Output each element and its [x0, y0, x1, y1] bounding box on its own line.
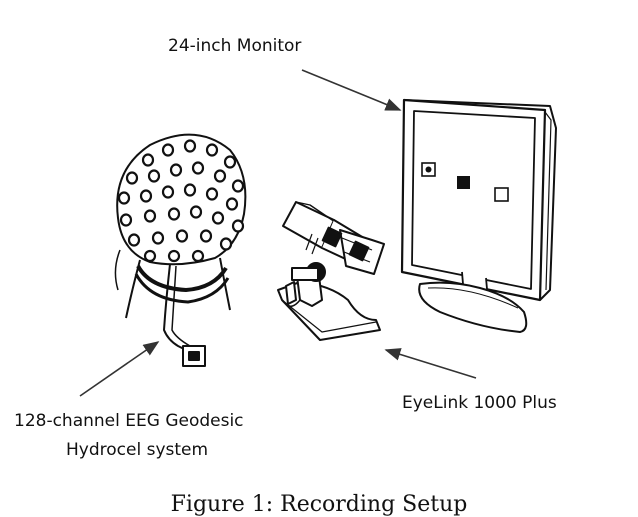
- eeg-arrow: [79, 341, 160, 397]
- stimulus-filled-square: [457, 176, 470, 189]
- eeg-electrodes: [117, 139, 245, 263]
- fixation-dot: [425, 166, 432, 173]
- pointer-arrows: [79, 69, 477, 397]
- eyelink-drawing: [277, 201, 385, 341]
- eyelink-arrow: [384, 348, 477, 379]
- monitor-drawing: [400, 98, 557, 333]
- monitor-arrow: [301, 69, 402, 111]
- stimulus-squares: [421, 162, 509, 202]
- label-eeg-line1: 128-channel EEG Geodesic: [14, 411, 244, 431]
- figure-caption: Figure 1: Recording Setup: [170, 492, 468, 517]
- label-eyelink: EyeLink 1000 Plus: [402, 393, 557, 413]
- stimulus-empty-square: [494, 187, 509, 202]
- label-monitor: 24-inch Monitor: [168, 36, 302, 56]
- eeg-head-drawing: [114, 133, 247, 367]
- monitor-screen: [411, 110, 536, 290]
- label-eeg-line2: Hydrocel system: [66, 440, 209, 460]
